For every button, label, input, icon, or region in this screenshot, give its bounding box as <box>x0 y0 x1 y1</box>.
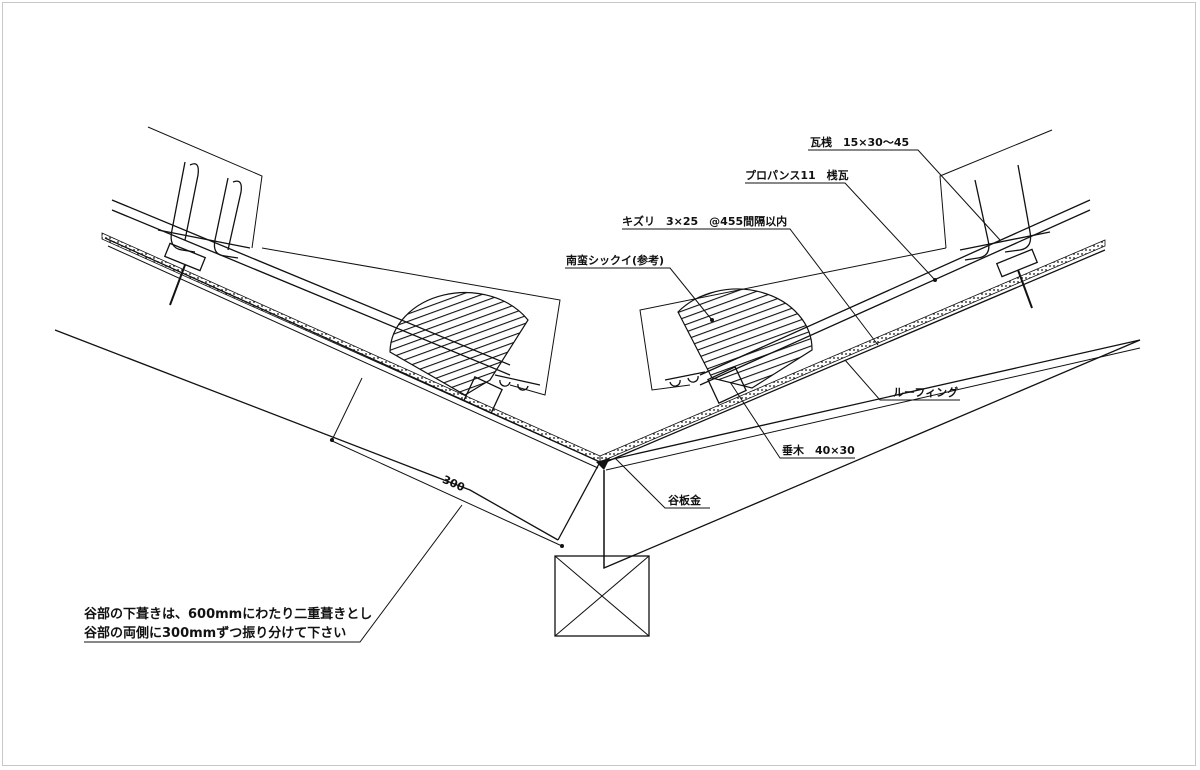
right-rafter-body <box>603 339 1141 569</box>
leader-kizuri <box>622 228 879 346</box>
leader-kawara-san <box>808 149 1001 241</box>
left-nanban-mortar <box>389 292 529 396</box>
valley-center <box>554 458 650 637</box>
leader-tanibankin <box>614 457 710 509</box>
left-roof-slope <box>54 126 601 548</box>
left-kawara-san <box>163 242 207 272</box>
left-roofing-band <box>101 232 601 463</box>
right-nail <box>1017 269 1033 309</box>
right-tile-lip <box>959 231 1051 251</box>
dim-tick-left <box>330 438 334 442</box>
right-tile-rib-2 <box>964 179 990 261</box>
label-kawara-san: 瓦桟 15×30～45 <box>810 135 909 149</box>
leader-dot-propane <box>933 278 937 282</box>
left-rafter-end <box>557 461 601 541</box>
dim-ext-left <box>331 377 363 441</box>
left-tile-top <box>147 126 263 249</box>
left-taruki-block <box>463 376 503 414</box>
left-nail <box>169 264 186 306</box>
valley-beam <box>554 555 650 637</box>
right-taruki-block <box>707 366 747 404</box>
leader-propane <box>745 182 936 281</box>
valley-beam-cross-2 <box>554 555 650 637</box>
dim-tick-right <box>560 544 564 548</box>
leader-taruki <box>729 381 855 459</box>
right-board-top <box>605 249 1106 463</box>
label-nanban: 南蛮シックイ(参考) <box>566 253 664 267</box>
leader-lines <box>84 149 1001 643</box>
label-taruki: 垂木 40×30 <box>782 443 855 457</box>
leader-nanban <box>565 267 713 321</box>
leader-dot-nanban <box>710 318 714 322</box>
label-roofing: ルーフィング <box>893 385 958 399</box>
note-line-1: 谷部の下葺きは、600mmにわたり二重葺きとし <box>84 606 372 622</box>
right-roofing-band <box>599 239 1106 463</box>
note-line-2: 谷部の両側に300mmずつ振り分けて下さい <box>84 625 346 641</box>
right-tile-top <box>939 129 1053 249</box>
label-kizuri: キズリ 3×25 @455間隔以内 <box>622 214 787 228</box>
label-dim-300: 300 <box>440 473 467 494</box>
left-tile-rib-2 <box>213 177 242 259</box>
left-tile-end <box>494 374 541 391</box>
leader-note <box>84 504 463 643</box>
left-tile-rib-1 <box>170 161 199 253</box>
left-tile-lip <box>157 229 251 249</box>
right-tile-end <box>664 371 706 387</box>
label-propane: プロパンス11 桟瓦 <box>745 168 849 182</box>
leader-roofing <box>844 359 960 401</box>
left-sheathing-inner <box>107 245 599 469</box>
right-tile-rib-1 <box>1004 164 1032 253</box>
dim-line-300 <box>329 439 563 547</box>
right-roof-slope <box>599 129 1141 569</box>
valley-sheet-tip <box>596 458 610 470</box>
left-rafter-bottom <box>54 329 559 541</box>
left-tile-body <box>261 247 561 396</box>
right-kawara-san <box>995 248 1039 278</box>
right-sheathing-top <box>599 339 1141 463</box>
right-sheathing-inner <box>605 347 1141 471</box>
label-tanibankin: 谷板金 <box>668 493 702 507</box>
right-nanban-mortar <box>677 288 813 389</box>
right-tile-body <box>639 247 947 391</box>
